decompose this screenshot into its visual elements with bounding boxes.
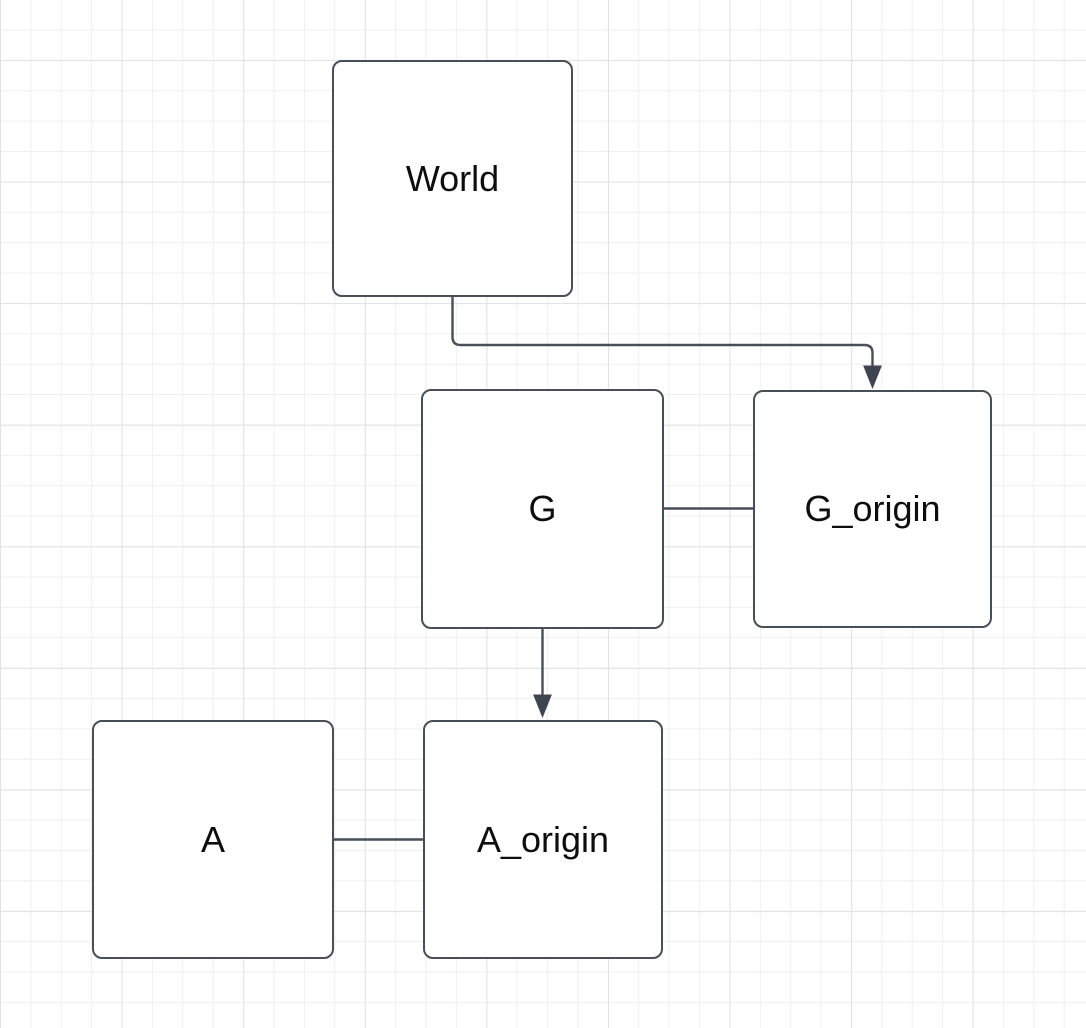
node-label: A_origin	[476, 818, 610, 860]
node-g[interactable]: G	[421, 389, 664, 629]
arrowhead-icon	[533, 694, 552, 718]
edge-g-to-a-origin[interactable]	[533, 629, 552, 718]
node-label: A	[200, 818, 225, 860]
arrowhead-icon	[863, 365, 882, 389]
node-label: World	[405, 157, 500, 199]
node-g-origin[interactable]: G_origin	[753, 390, 992, 628]
edge-line	[451, 297, 874, 366]
node-a[interactable]: A	[92, 720, 334, 959]
node-label: G_origin	[804, 488, 941, 530]
node-label: G	[528, 488, 557, 530]
node-world[interactable]: World	[332, 60, 573, 297]
node-a-origin[interactable]: A_origin	[423, 720, 663, 959]
edge-world-to-g-origin[interactable]	[451, 297, 882, 389]
